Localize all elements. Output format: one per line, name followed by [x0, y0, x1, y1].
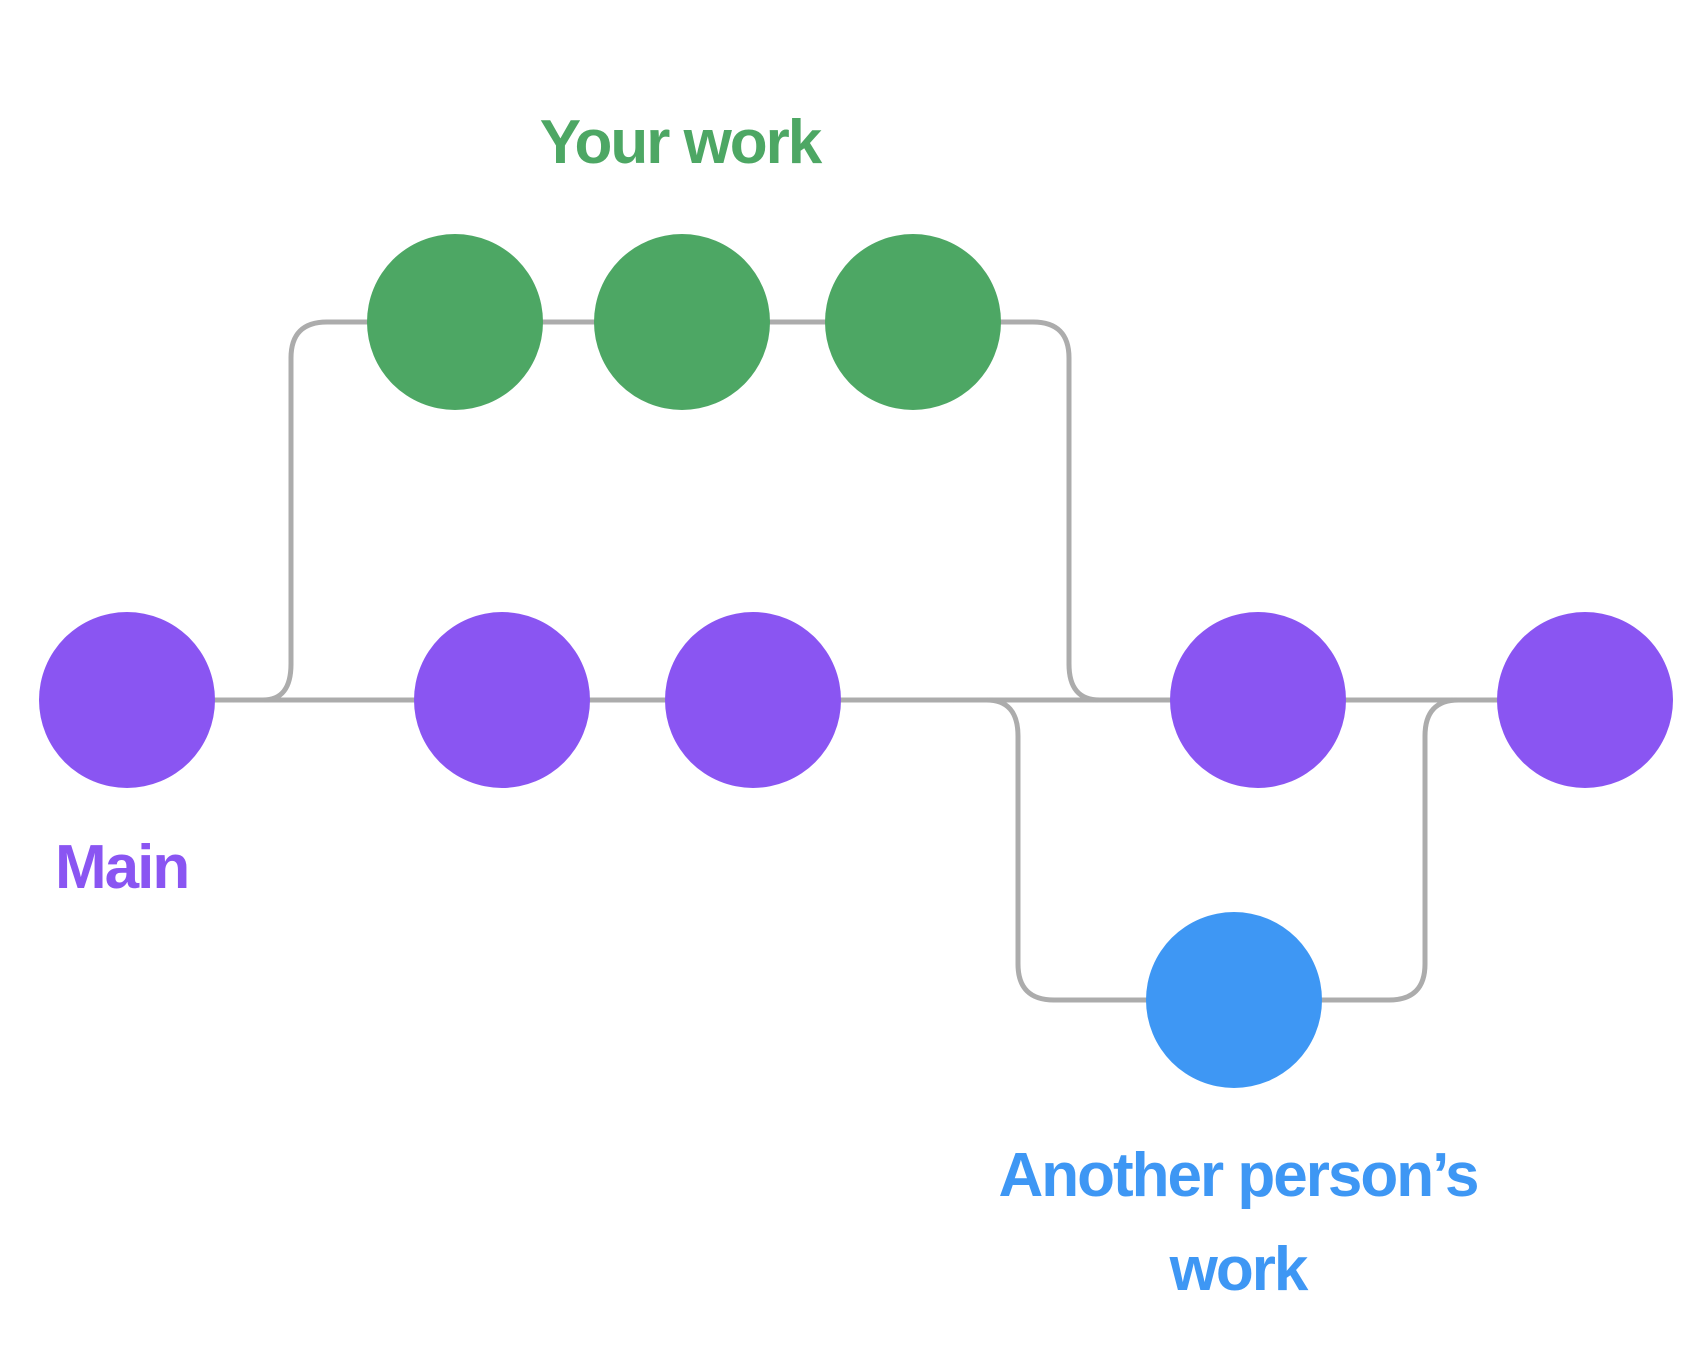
commit-node-main-1 [39, 612, 215, 788]
another-person-branch-label-line1: Another person’s [999, 1141, 1478, 1210]
commit-node-your-work-1 [367, 234, 543, 410]
another-person-branch-label-line2: work [1169, 1235, 1309, 1304]
commit-node-your-work-3 [825, 234, 1001, 410]
commit-node-another-person-1 [1146, 912, 1322, 1088]
commit-node-main-4 [1170, 612, 1346, 788]
commit-node-your-work-2 [594, 234, 770, 410]
branch-lines [124, 319, 1588, 1003]
main-branch-label: Main [55, 833, 188, 902]
branch-labels: Your work Main Another person’s work [55, 108, 1480, 1304]
your-work-branch-label: Your work [540, 108, 823, 177]
commit-node-main-5 [1497, 612, 1673, 788]
commit-node-main-3 [665, 612, 841, 788]
commit-node-main-2 [414, 612, 590, 788]
commit-nodes [39, 234, 1673, 1088]
